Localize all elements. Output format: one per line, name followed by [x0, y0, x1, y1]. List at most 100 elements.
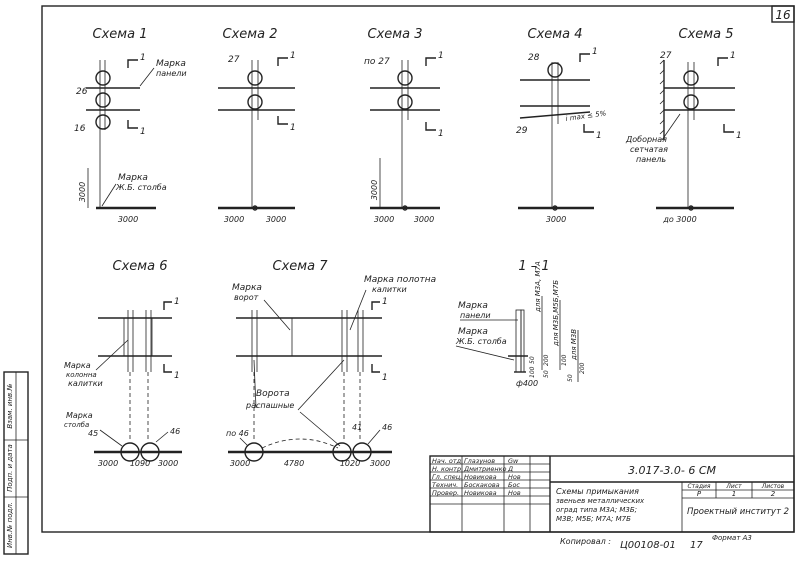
tb-desc-0: Схемы примыкания	[556, 487, 639, 496]
tb-code: 3.017-3.0- 6 СМ	[628, 464, 717, 477]
sec-dim-3: 50	[543, 370, 550, 378]
s5-dim: до 3000	[662, 215, 696, 224]
s3-dim-l: 3000	[374, 215, 394, 224]
s6-gatepost-1: колонна	[66, 371, 97, 379]
s1-dim-v: 3000	[78, 182, 87, 202]
s3-sec-b: 1	[438, 129, 444, 139]
s6-dim-r: 3000	[158, 459, 178, 468]
tb-org: Проектный институт 2	[687, 507, 789, 517]
s7-label-46a: по 46	[226, 429, 249, 438]
tb-name-3: Боскакова	[464, 481, 500, 489]
s2-sec-a: 1	[290, 51, 296, 61]
s6-gatepost-0: Марка	[64, 361, 91, 370]
s4-label-28: 28	[528, 53, 540, 63]
scheme-1: Схема 1 26 16 Марка панели 1 1 Марка Ж.Б…	[74, 27, 187, 224]
tb-stage-h1: Лист	[725, 483, 742, 490]
s1-dim-h: 3000	[118, 215, 138, 224]
tb-name-2: Новикова	[464, 473, 497, 481]
page-number: 16	[775, 8, 791, 22]
sec-vert-0: для М3А, М7А	[534, 261, 542, 313]
scheme-3-title: Схема 3	[368, 27, 423, 42]
sec-dim-5: 50	[567, 374, 574, 382]
s6-post-1: столба	[64, 421, 89, 429]
s6-sec-b: 1	[174, 371, 180, 381]
scheme-3: Схема 3 по 27 1 1 3000 3000 3000	[364, 27, 444, 224]
sec-dim-6: 200	[579, 362, 586, 374]
s7-gate-0: Марка	[232, 283, 262, 293]
s5-sec-b: 1	[736, 131, 742, 141]
s4-sec-a: 1	[592, 47, 598, 57]
scheme-2-title: Схема 2	[223, 27, 278, 42]
s1-label-16: 16	[74, 124, 86, 134]
sec-dim-0: 50	[529, 356, 536, 364]
s1-panel-mark: Марка	[156, 59, 186, 69]
s4-slope: i max ≤ 5%	[565, 109, 607, 123]
tb-desc-2: оград типа М3А; М3Б;	[556, 506, 637, 514]
s2-dim-l: 3000	[224, 215, 244, 224]
scheme-7: Схема 7 1 1 Марка ворот Марка полотна ка…	[226, 259, 436, 468]
s1-sec-a: 1	[140, 53, 146, 63]
tb-sign-1: Д	[507, 465, 513, 473]
footer: Копировал : Ц00108-01 17 Формат А3	[560, 534, 752, 551]
sec-panel-1: панели	[460, 311, 491, 320]
section-1-1: 1 – 1 Марка панели Марка Ж.Б. столба для…	[455, 259, 586, 388]
s3-label-27: по 27	[364, 57, 390, 67]
s5-sec-a: 1	[730, 51, 736, 61]
s5-label-27: 27	[660, 51, 672, 61]
tb-desc-3: М3В; М5Б; М7А; М7Б	[556, 515, 631, 523]
tb-sign-2: Нов	[508, 473, 521, 481]
sec-vert-1: для М3Б,М5Б,М7Б	[552, 280, 560, 347]
s1-pole-word: Ж.Б. столба	[115, 183, 167, 192]
s6-gatepost-2: калитки	[68, 379, 103, 388]
tb-role-4: Провер.	[432, 489, 459, 497]
tb-role-3: Технич.	[432, 481, 458, 489]
s7-wicket-0: Марка полотна	[364, 275, 436, 285]
tb-sign-3: Бос	[508, 481, 520, 489]
tb-role-2: Гл. спец.	[432, 473, 462, 481]
tb-name-4: Новикова	[464, 489, 497, 497]
s4-label-29: 29	[516, 126, 528, 136]
s4-dim: 3000	[546, 215, 566, 224]
section-title: 1 – 1	[518, 259, 549, 274]
s7-wicket-1: калитки	[372, 285, 407, 294]
s6-post-0: Марка	[66, 411, 93, 420]
s7-sec-b: 1	[382, 373, 388, 383]
tb-name-0: Глазунов	[464, 457, 495, 465]
s7-dim-2: 1020	[340, 459, 360, 468]
s4-sec-b: 1	[596, 131, 602, 141]
tb-sign-4: Нов	[508, 489, 521, 497]
title-block: Нач. отд. Глазунов Gw Н. контр. Дмитриен…	[429, 455, 795, 533]
tb-stage-v1: 1	[732, 490, 736, 498]
s3-dim-v: 3000	[370, 180, 379, 200]
footer-copied: Копировал :	[560, 537, 611, 546]
scheme-5: Схема 5 27 1 1 Доборная сетчатая панель …	[625, 27, 742, 224]
footer-number: Ц00108-01	[620, 540, 676, 551]
s5-extra-1: сетчатая	[630, 145, 668, 154]
scheme-4-title: Схема 4	[528, 27, 583, 42]
tb-name-1: Дмитриенко	[463, 465, 507, 473]
scheme-7-title: Схема 7	[273, 259, 329, 274]
s7-gate-1: ворот	[234, 293, 259, 302]
s1-panel-word: панели	[156, 69, 187, 78]
sec-pole-1: Ж.Б. столба	[455, 337, 507, 346]
s7-dim-0: 3000	[230, 459, 250, 468]
s3-sec-a: 1	[438, 51, 444, 61]
s2-label-27: 27	[228, 55, 240, 65]
tb-stage-h0: Стадия	[687, 483, 710, 490]
sheet-frame	[41, 5, 795, 533]
footer-format: Формат А3	[712, 534, 752, 542]
side-stamp: Взам. инв.№ Подп. и дата Инв.№ подл.	[3, 371, 29, 555]
s7-label-41: 41	[352, 423, 362, 432]
tb-role-1: Н. контр.	[432, 465, 463, 473]
scheme-5-title: Схема 5	[679, 27, 734, 42]
scheme-6-title: Схема 6	[113, 259, 168, 274]
s6-dim-l: 3000	[98, 459, 118, 468]
s6-label-46: 46	[170, 427, 180, 436]
s2-sec-b: 1	[290, 123, 296, 133]
tb-stage-v2: 2	[771, 490, 776, 498]
s7-gates-0: Ворота	[256, 389, 290, 399]
s6-sec-a: 1	[174, 297, 180, 307]
s7-dim-3: 3000	[370, 459, 390, 468]
stamp-side-1: Подп. и дата	[6, 444, 14, 492]
scheme-6: Схема 6 1 1 Марка колонна калитки Марка …	[64, 259, 182, 468]
